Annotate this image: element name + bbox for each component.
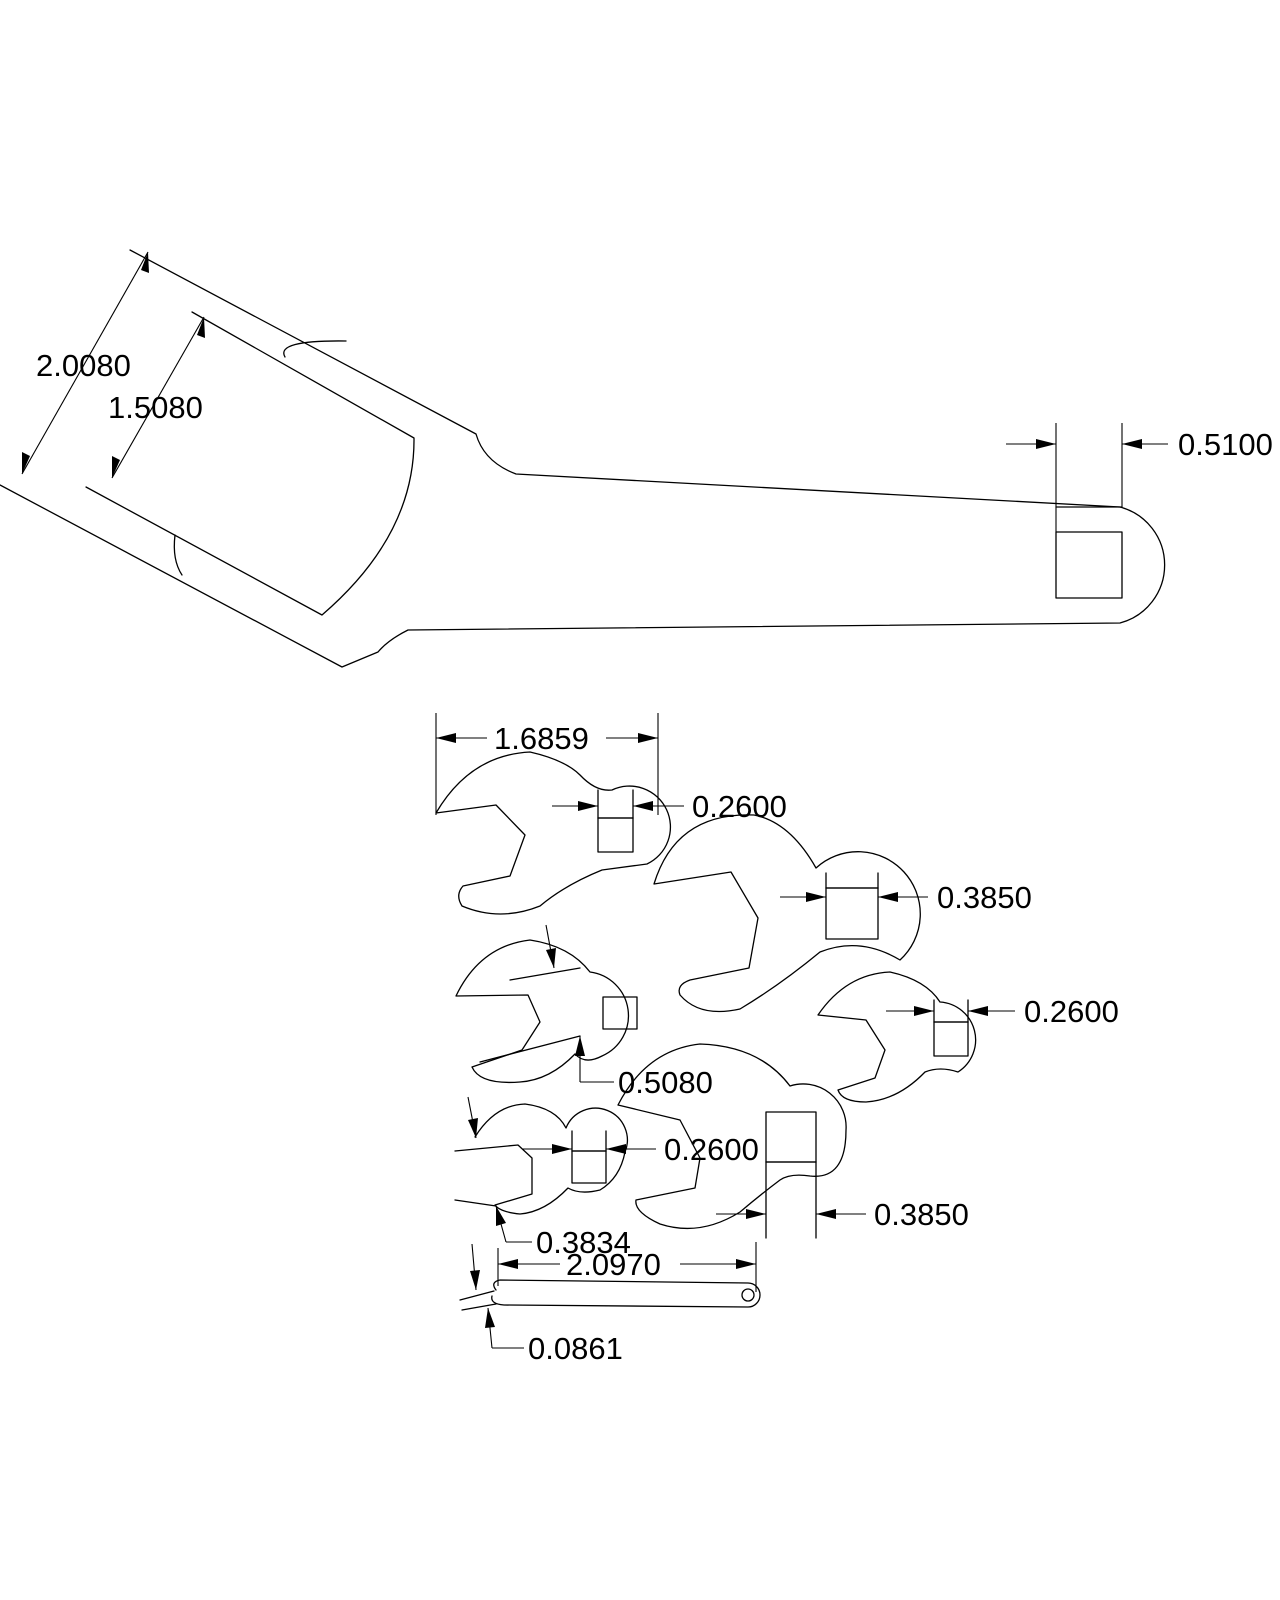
wrench-e — [617, 1043, 847, 1239]
dimension-slim-jaw: 0.0861 — [470, 1243, 623, 1366]
dim-square-d-text: 0.2600 — [664, 1132, 759, 1167]
dimension-square-e: 0.3850 — [716, 1197, 969, 1232]
dim-square-e-text: 0.3850 — [874, 1197, 969, 1232]
dim-square-c-text: 0.2600 — [1024, 994, 1119, 1029]
dimension-square-c: 0.2600 — [886, 994, 1119, 1029]
wrench-c — [455, 939, 638, 1084]
dim-square-b-text: 0.3850 — [937, 880, 1032, 915]
wrench-b — [653, 814, 921, 1013]
dimension-jaw-opening: 1.5080 — [108, 316, 205, 479]
large-wrench-jaw-inner — [85, 311, 415, 616]
dimension-overall-width: 1.6859 — [435, 713, 659, 815]
large-wrench — [0, 249, 1166, 668]
dimension-square-a: 0.2600 — [552, 789, 787, 824]
wrench-f — [454, 1103, 628, 1215]
wrench-a — [435, 751, 672, 915]
dimension-jaw-opening-a: 0.5080 — [545, 924, 713, 1100]
dim-jaw-opening-text: 1.5080 — [108, 390, 203, 425]
dim-jaw-opening-a-text: 0.5080 — [618, 1065, 713, 1100]
dimension-drive-square: 0.5100 — [1006, 427, 1273, 462]
small-wrenches-nest — [435, 751, 977, 1311]
slim-wrench — [459, 1279, 761, 1311]
dimension-jaw-outer: 2.0080 — [21, 251, 149, 475]
dim-jaw-opening-b-text: 0.3834 — [536, 1225, 631, 1260]
large-wrench-outline — [0, 249, 1166, 668]
dimension-square-d: 0.2600 — [522, 1132, 759, 1167]
dimension-slim-length: 2.0970 — [497, 1242, 757, 1292]
wrench-d — [817, 971, 977, 1103]
dimension-jaw-opening-b: 0.3834 — [467, 1096, 631, 1260]
large-wrench-jaw-notch-top — [283, 340, 347, 358]
dimension-square-b: 0.3850 — [780, 880, 1032, 915]
dim-slim-length-text: 2.0970 — [566, 1247, 661, 1282]
dim-square-a-text: 0.2600 — [692, 789, 787, 824]
dim-jaw-outer-text: 2.0080 — [36, 348, 131, 383]
dim-slim-jaw-text: 0.0861 — [528, 1331, 623, 1366]
large-wrench-jaw-notch-bottom — [173, 534, 183, 576]
dim-overall-width-text: 1.6859 — [494, 721, 589, 756]
large-wrench-drive-square — [1055, 531, 1123, 599]
dim-drive-square-text: 0.5100 — [1178, 427, 1273, 462]
